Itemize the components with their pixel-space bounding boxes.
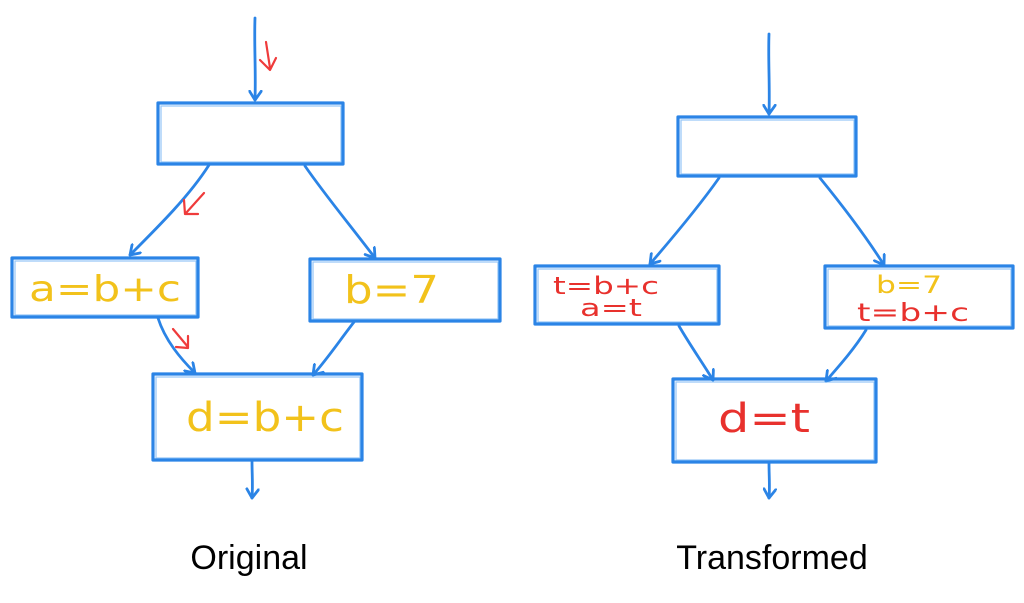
edge-b-to-d [311,320,356,377]
right-block [823,264,1015,330]
assign-b-text: b=7 [344,268,439,312]
edge-right-to-d [824,328,868,383]
assign-b-block [308,257,502,323]
right-block-line1: b=7 [876,271,942,299]
assign-a-block-sketch [14,260,197,316]
right-block-sketch [827,268,1012,327]
assign-d-block [671,377,878,464]
left-block-line2: a=t [580,294,642,322]
edge-left-to-d [677,324,713,382]
assign-d-text: d=b+c [186,395,344,441]
path-mark-icon [171,327,190,350]
entry-block-sketch [680,119,855,175]
left-block-sketch [537,268,718,323]
entry-block [676,115,858,178]
entry-edge [255,16,256,102]
edge-to-left-block [648,176,721,266]
path-mark-icon [258,40,278,72]
assign-a-block [10,256,200,319]
left-block-line1: t=b+c [553,272,659,300]
assign-a-text: a=b+c [29,269,181,310]
edge-a-to-d [156,316,197,375]
path-mark-icon [182,191,206,216]
assign-d-text: d=t [718,396,810,442]
original-caption: Original [190,539,307,577]
edge-to-a-block [128,163,211,257]
entry-block [156,101,345,166]
assign-d-block-sketch [155,376,361,459]
assign-d-block-sketch [675,381,875,461]
assign-d-block [151,372,364,462]
left-block [533,264,721,326]
assign-b-block-sketch [312,261,499,320]
transformed-caption: Transformed [676,539,867,577]
entry-edge [769,32,770,116]
entry-block-sketch [160,105,342,163]
transformed-cfg: t=b+c a=t b=7 t=b+c d=t Transformed [533,32,1015,577]
original-cfg: a=b+c b=7 d=b+c Original [10,16,502,577]
edge-to-right-block [818,176,884,267]
right-block-line2: t=b+c [857,298,969,327]
edge-to-b-block [303,164,377,260]
